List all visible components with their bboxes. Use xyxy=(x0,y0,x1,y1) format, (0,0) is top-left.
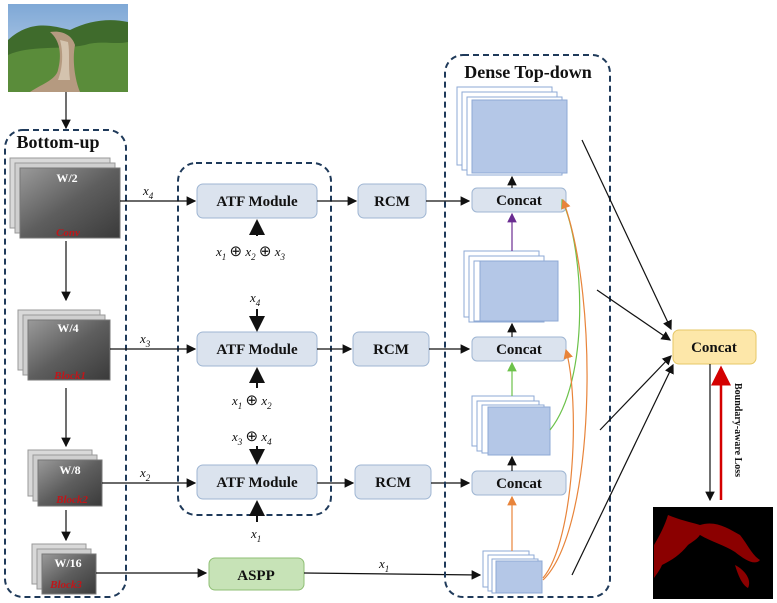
bottom-up-container xyxy=(4,129,127,598)
feature-map-level-3 xyxy=(471,395,551,456)
expr-x1-x2-x3: x1 ⊕ x2 ⊕ x3 xyxy=(215,244,286,263)
expr-x3-x4: x3 ⊕ x4 xyxy=(231,429,272,448)
atf-module-3-label: ATF Module xyxy=(216,475,298,491)
label-x4: x4 xyxy=(142,183,154,201)
map2-to-final-arrow xyxy=(596,289,671,341)
input-landslide-image xyxy=(8,4,128,92)
map4-to-final-arrow xyxy=(571,363,674,576)
rcm-3-label: RCM xyxy=(375,475,411,491)
concat-box-1-label: Concat xyxy=(496,193,542,209)
aspp-output-label: x1 xyxy=(378,556,389,574)
feature-map-level-2 xyxy=(463,250,559,323)
atf-container xyxy=(177,162,332,516)
stage-name-label: Block1 xyxy=(53,370,86,382)
final-concat-box xyxy=(672,329,757,365)
expr-x1-bottom: x1 xyxy=(250,526,261,544)
aspp-module xyxy=(208,557,305,591)
encoder-stage-conv: W/2 Conv xyxy=(9,157,121,239)
feature-map-level-4 xyxy=(482,550,543,594)
concat-box-3-label: Concat xyxy=(496,476,542,492)
stage-name-label: Conv xyxy=(56,227,80,239)
aspp-to-topdown-arrow xyxy=(303,570,482,580)
boundary-loss-label: Boundary-aware Loss xyxy=(732,383,743,477)
atf-module-1-label: ATF Module xyxy=(216,194,298,210)
label-x3: x3 xyxy=(139,331,151,349)
dense-top-down-title: Dense Top-down xyxy=(464,62,592,82)
stage-scale-label: W/8 xyxy=(59,463,80,477)
rcm-1-label: RCM xyxy=(374,194,410,210)
bottom-up-title: Bottom-up xyxy=(16,132,99,152)
expr-x1-x2: x1 ⊕ x2 xyxy=(231,393,272,412)
label-x2: x2 xyxy=(139,465,151,483)
atf-module-3 xyxy=(196,464,318,500)
stage-scale-label: W/4 xyxy=(57,321,78,335)
encoder-stage-block2: W/8 Block2 xyxy=(27,449,103,507)
concat-box-3 xyxy=(471,470,567,496)
dense-top-down-container xyxy=(444,54,611,598)
aspp-label: ASPP xyxy=(237,568,275,584)
stage-name-label: Block2 xyxy=(55,494,88,506)
dense-link-map4-concat1 xyxy=(542,198,588,581)
stage-scale-label: W/16 xyxy=(54,556,81,570)
map3-to-final-arrow xyxy=(599,355,672,431)
output-segmentation-mask xyxy=(653,507,773,599)
concat-box-2-label: Concat xyxy=(496,342,542,358)
feature-map-level-1 xyxy=(456,86,568,176)
stage-name-label: Block3 xyxy=(49,579,82,591)
encoder-stage-block3: W/16 Block3 xyxy=(31,543,97,595)
map1-to-final-arrow xyxy=(581,139,672,331)
rcm-2-label: RCM xyxy=(373,342,409,358)
encoder-stage-block1: W/4 Block1 xyxy=(17,309,111,382)
dense-link-map4-concat2 xyxy=(542,348,574,579)
atf-module-2-label: ATF Module xyxy=(216,342,298,358)
stage-scale-label: W/2 xyxy=(56,171,77,185)
expr-x4: x4 xyxy=(249,290,261,308)
final-concat-label: Concat xyxy=(691,340,737,356)
rcm-3 xyxy=(354,464,432,500)
